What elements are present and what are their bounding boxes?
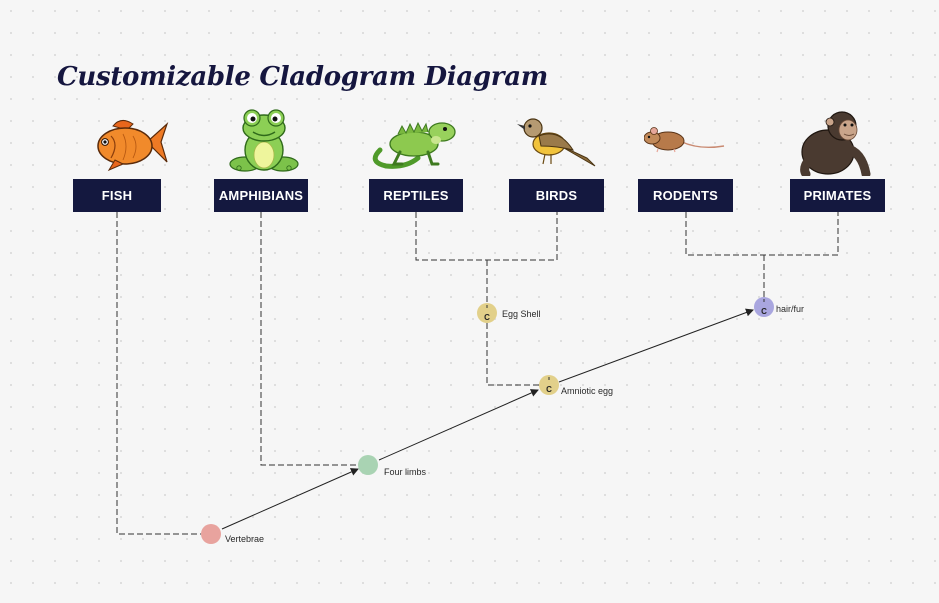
trait-label-vertebrae: Vertebrae — [225, 534, 265, 544]
amphibians-branch-line — [260, 212, 358, 466]
chimpanzee-icon — [800, 111, 871, 176]
taxon-birds[interactable]: BIRDS — [509, 179, 604, 212]
iguana-icon — [372, 121, 456, 169]
four-limbs-node-circle[interactable] — [358, 455, 378, 475]
reptiles-birds-bracket-line — [415, 212, 558, 261]
hair-fur-node-circle[interactable] — [754, 297, 774, 317]
trait-node-amniotic-egg[interactable]: C — [539, 375, 559, 395]
trait-label-hair-fur: hair/fur — [776, 304, 805, 314]
amniotic-egg-node-circle[interactable] — [539, 375, 559, 395]
vertebrae-node-circle[interactable] — [201, 524, 221, 544]
amniotic-egg-node-marker: C — [546, 385, 552, 394]
hair-fur-node-marker: C — [761, 307, 767, 316]
taxon-reptiles[interactable]: REPTILES — [369, 179, 463, 212]
rodents-primates-bracket-line — [685, 212, 839, 256]
taxon-primates[interactable]: PRIMATES — [790, 179, 885, 212]
egg-shell-node-circle[interactable] — [477, 303, 497, 323]
trait-node-egg-shell[interactable]: C — [477, 303, 497, 323]
egg-shell-node-marker: C — [484, 313, 490, 322]
taxon-amphibians[interactable]: AMPHIBIANS — [214, 179, 308, 212]
axis-four-limbs-to-amniotic — [378, 389, 539, 461]
taxon-fish[interactable]: FISH — [73, 179, 161, 212]
page-title: Customizable Cladogram Diagram — [57, 62, 548, 92]
frog-icon — [229, 109, 299, 172]
trait-label-egg-shell: Egg Shell — [502, 309, 541, 319]
trait-label-amniotic-egg: Amniotic egg — [561, 386, 614, 396]
taxon-rodents[interactable]: RODENTS — [638, 179, 733, 212]
egg-shell-to-amniotic-line — [486, 323, 539, 386]
axis-vertebrae-to-four-limbs — [221, 468, 359, 530]
trait-label-four-limbs: Four limbs — [384, 467, 427, 477]
bird-icon — [517, 118, 596, 167]
axis-amniotic-to-hair-fur — [558, 308, 754, 383]
trait-node-vertebrae[interactable] — [201, 524, 221, 544]
trait-node-hair-fur[interactable]: C — [754, 297, 774, 317]
fish-branch-line — [116, 212, 201, 535]
trait-node-four-limbs[interactable] — [358, 455, 378, 475]
mouse-icon — [644, 127, 725, 153]
goldfish-icon — [97, 120, 169, 172]
